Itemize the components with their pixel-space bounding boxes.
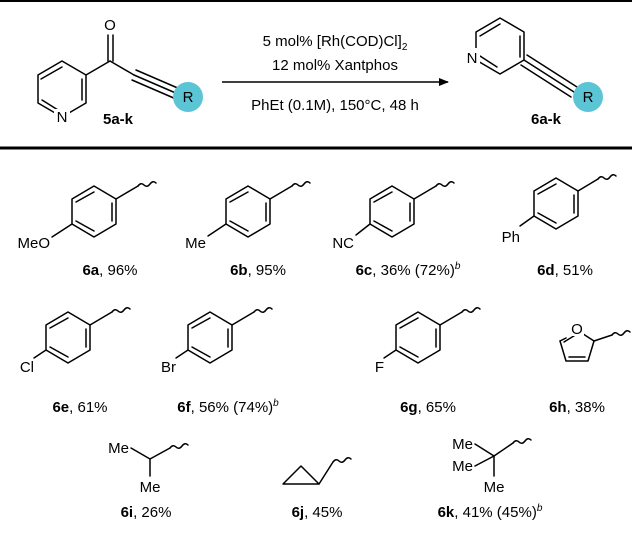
product-6d-label: 6d, 51% bbox=[537, 262, 593, 279]
structure-6k: Me Me Me bbox=[452, 436, 532, 496]
product-6: N R 6a-k bbox=[464, 17, 603, 128]
structure-6g: F bbox=[375, 306, 481, 376]
product-6g-label: 6g, 65% bbox=[400, 399, 456, 416]
condition-catalyst: 5 mol% [Rh(COD)Cl]2 bbox=[263, 33, 408, 53]
structure-6c: NC bbox=[332, 180, 455, 252]
furan-oxygen-label: O bbox=[571, 321, 583, 338]
carbonyl-oxygen-label: O bbox=[104, 17, 116, 34]
substituent-label: MeO bbox=[17, 235, 50, 252]
structure-6i: Me Me bbox=[108, 440, 189, 496]
methyl-bottom-label: Me bbox=[484, 479, 505, 496]
ketone-bonds bbox=[85, 34, 135, 76]
structure-6a: MeO bbox=[17, 180, 157, 252]
methyl-top-label: Me bbox=[452, 436, 473, 453]
condition-solvent-temp-time: PhEt (0.1M), 150°C, 48 h bbox=[251, 97, 419, 114]
product-6k-label: 6k, 41% (45%)b bbox=[438, 503, 543, 521]
methyl-middle-label: Me bbox=[452, 458, 473, 475]
substituent-label: Me bbox=[185, 235, 206, 252]
condition-ligand: 12 mol% Xantphos bbox=[272, 57, 398, 74]
product-6j-label: 6j, 45% bbox=[292, 504, 343, 521]
methyl-bottom-label: Me bbox=[140, 479, 161, 496]
substituent-label: F bbox=[375, 359, 384, 376]
ring-nitrogen-label: N bbox=[467, 50, 478, 67]
structure-6h: O bbox=[559, 321, 631, 362]
ring-nitrogen-label: N bbox=[57, 109, 68, 126]
product-6a-label: 6a, 96% bbox=[82, 262, 137, 279]
methyl-top-label: Me bbox=[108, 440, 129, 457]
product-6e-label: 6e, 61% bbox=[52, 399, 107, 416]
alkyne-bond bbox=[520, 54, 578, 98]
product-6h-label: 6h, 38% bbox=[549, 399, 605, 416]
substituent-label: Cl bbox=[20, 359, 34, 376]
substituent-label: Ph bbox=[502, 229, 520, 246]
structure-6b: Me bbox=[185, 180, 311, 252]
pyridine-ring bbox=[475, 17, 525, 75]
r-group-circle bbox=[173, 82, 203, 112]
product-6i-label: 6i, 26% bbox=[121, 504, 172, 521]
structure-6j bbox=[282, 456, 352, 485]
product-6c-label: 6c, 36% (72%)b bbox=[356, 261, 461, 279]
substituent-label: NC bbox=[332, 235, 354, 252]
r-group-label: R bbox=[583, 89, 594, 106]
r-group-label: R bbox=[183, 89, 194, 106]
product-6f-label: 6f, 56% (74%)b bbox=[177, 398, 279, 416]
structure-6d: Ph bbox=[502, 173, 617, 246]
structure-6f: Br bbox=[161, 306, 273, 376]
product-6b-label: 6b, 95% bbox=[230, 262, 286, 279]
substituent-label: Br bbox=[161, 359, 176, 376]
compound-id-6a-k: 6a-k bbox=[531, 111, 562, 128]
structure-6e: Cl bbox=[20, 306, 131, 376]
r-group-circle bbox=[573, 82, 603, 112]
compound-id-5a-k: 5a-k bbox=[103, 111, 134, 128]
alkyne-bond bbox=[131, 69, 181, 100]
starting-material-5: N O R 5a-k bbox=[37, 17, 203, 128]
